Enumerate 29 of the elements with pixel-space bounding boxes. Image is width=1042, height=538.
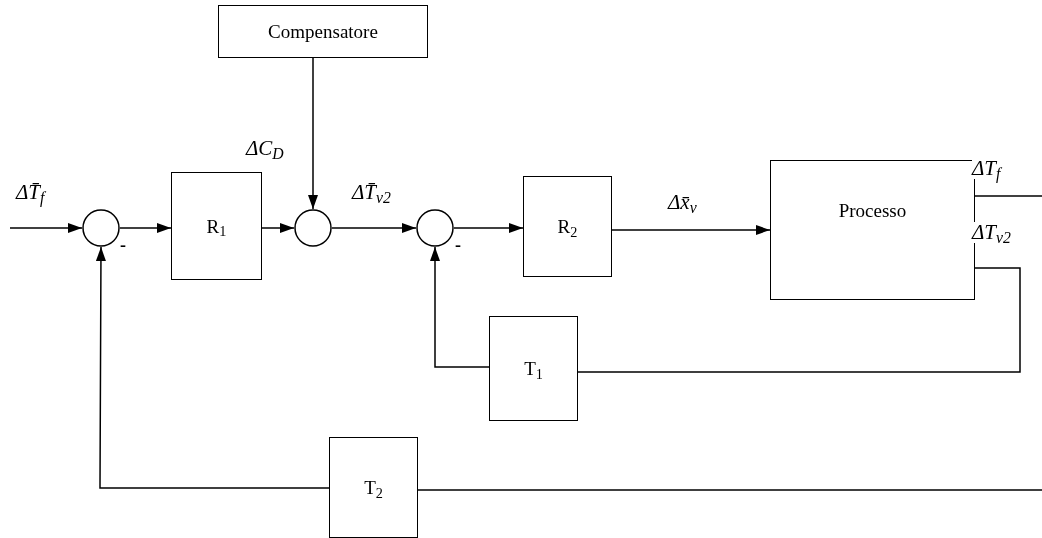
summing-junction [416,209,454,247]
block-label: Processo [838,201,907,220]
minus-sign: - [455,236,461,254]
connector-arrow [119,223,172,233]
block-box [218,5,428,58]
block-label: T$_{2}$ [364,478,383,497]
connector-arrow [9,223,83,233]
connector-arrow [95,246,330,489]
block-label: Compensatore [268,22,378,41]
block-box [329,437,418,538]
connector-arrow [261,223,295,233]
signal-label: Δx̄$_{v}$ [668,192,697,213]
summing-junction [82,209,120,247]
connector-arrow [453,223,524,233]
connector-arrow [611,225,771,235]
signal-label: ΔT̄$_{v2}$ [352,182,391,203]
block-label: T$_{1}$ [524,359,543,378]
block-box [171,172,262,280]
connector-arrow [308,57,318,210]
block-label: R$_{1}$ [206,216,227,236]
summing-junction [294,209,332,247]
block-label: R$_{2}$ [557,217,578,236]
block-box [489,316,578,421]
minus-sign: - [120,236,126,254]
connector-arrow [430,246,490,368]
connector-arrow [331,223,417,233]
signal-label: ΔT$_{v2}$ [972,222,1011,243]
signal-label: ΔC$_{D}$ [246,138,284,159]
block-box [523,176,612,277]
